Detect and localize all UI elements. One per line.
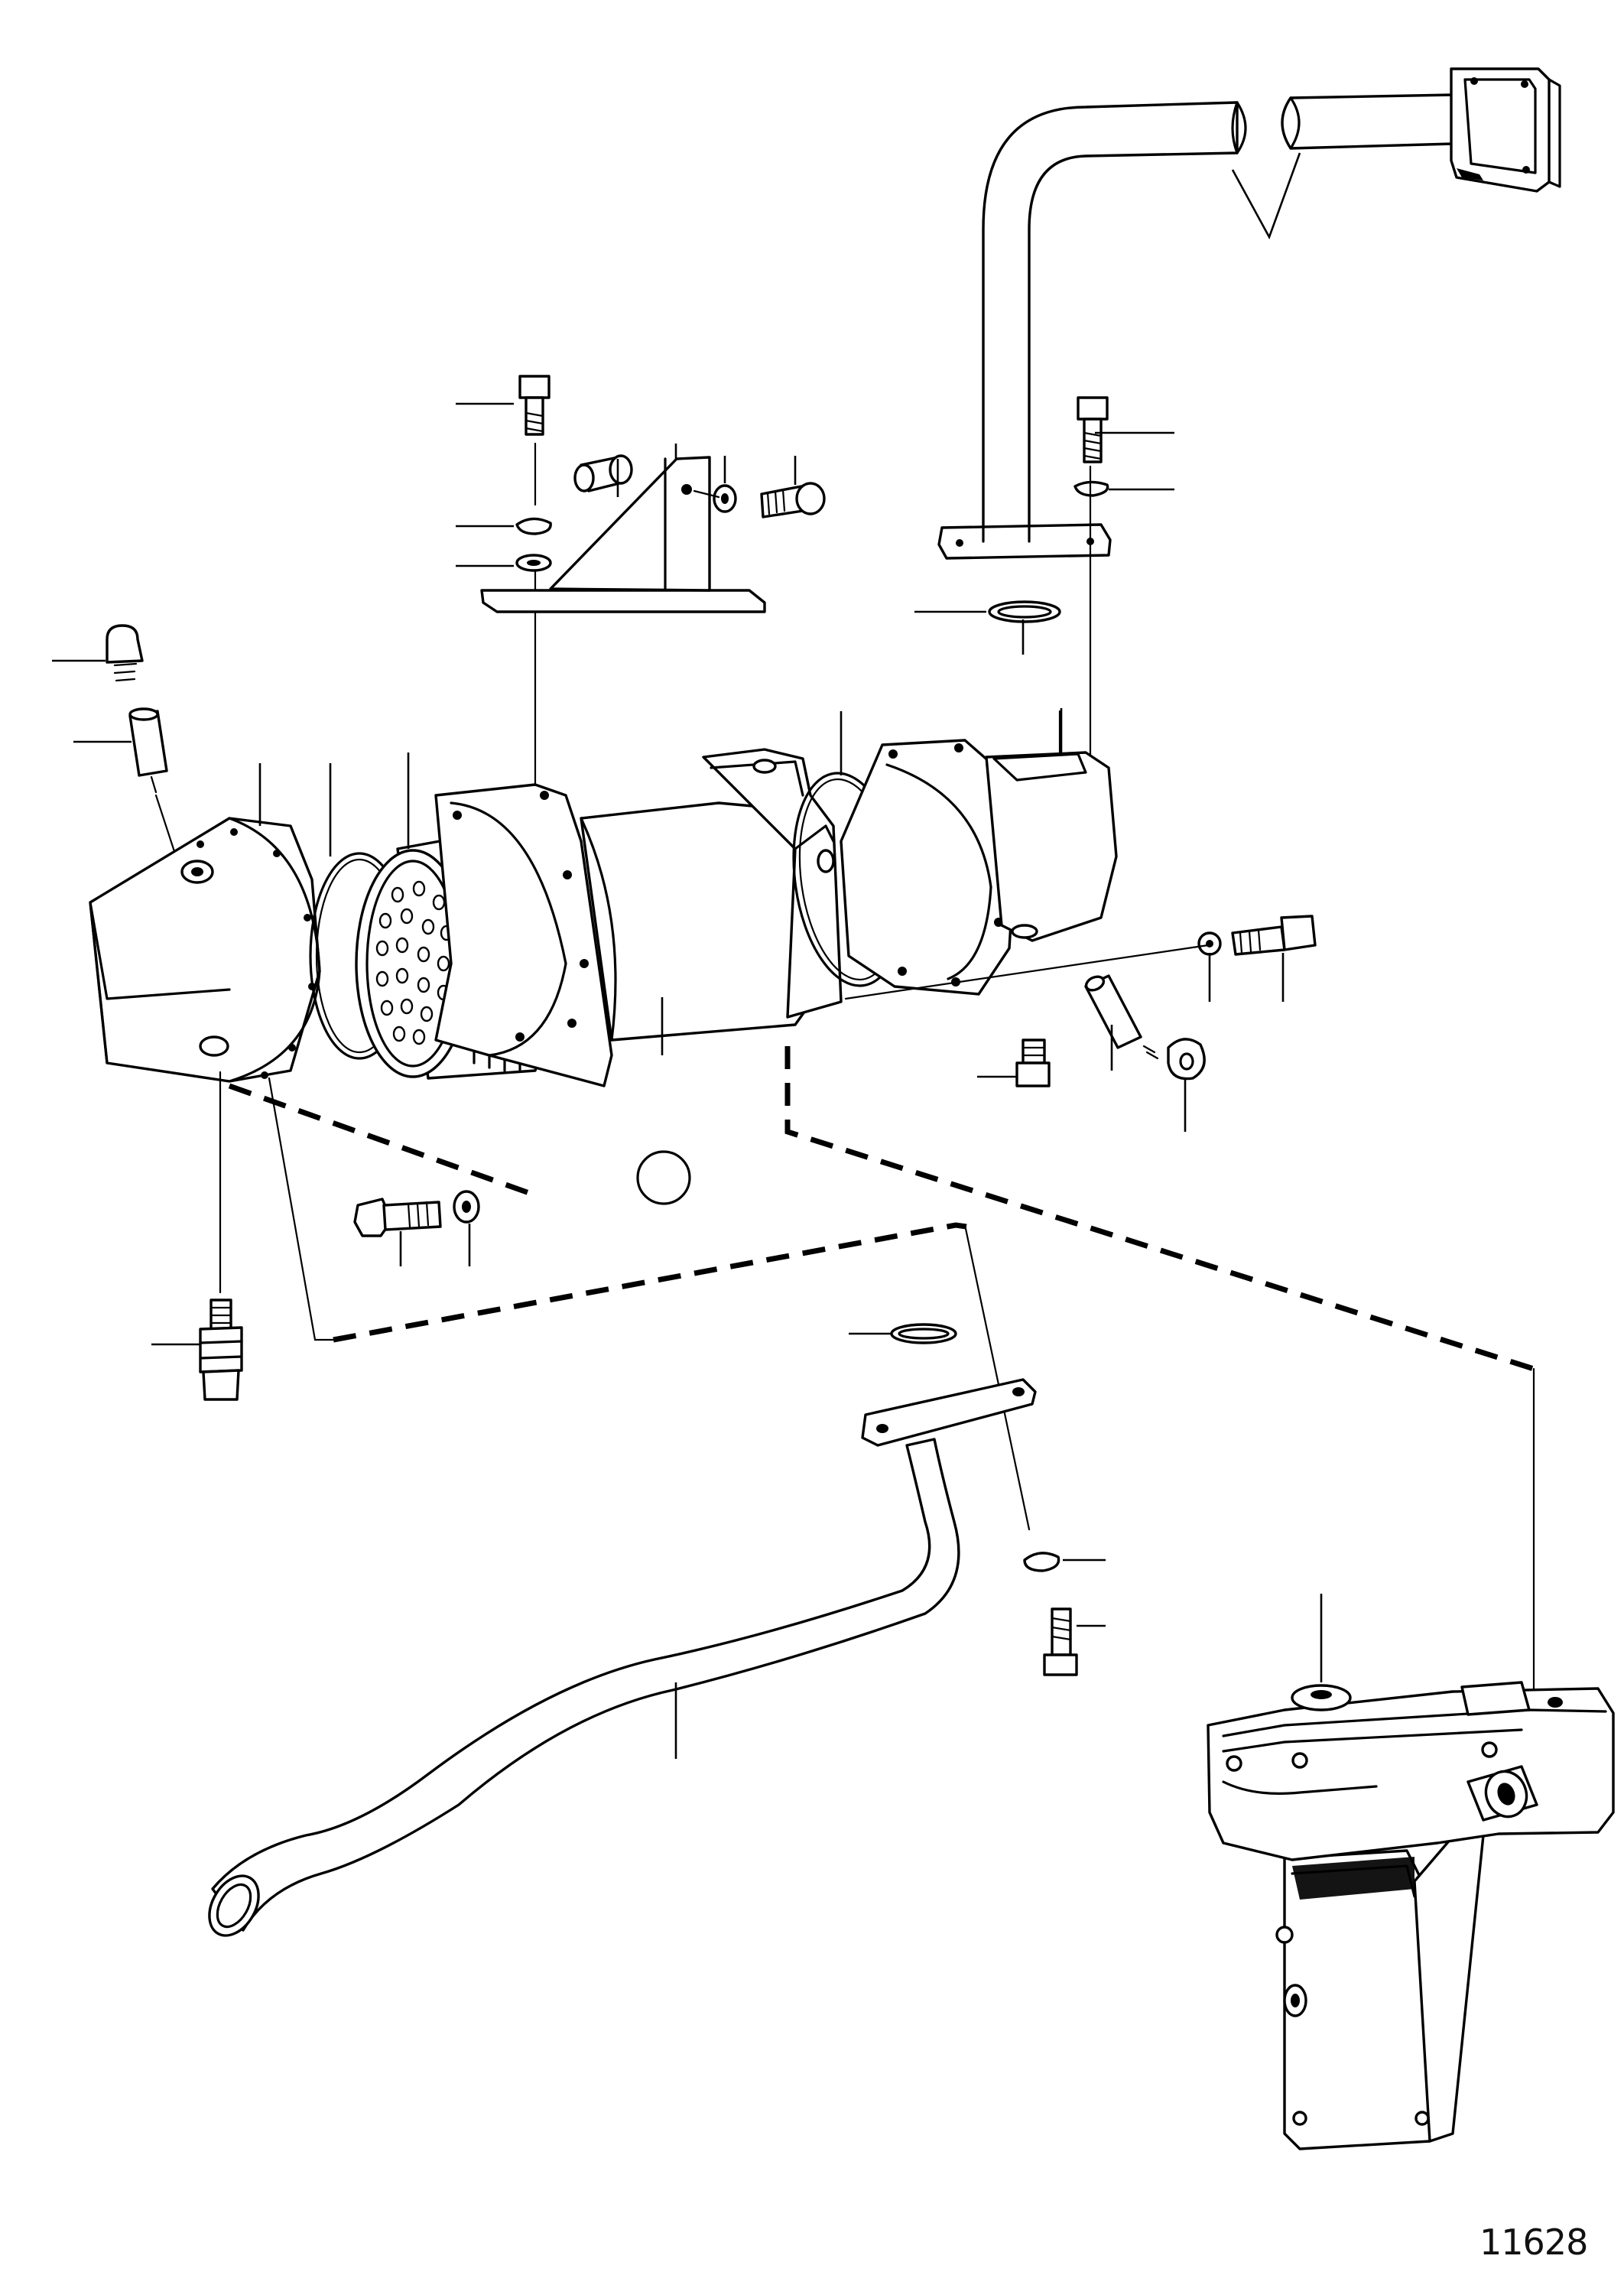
connection-line-1 bbox=[228, 1083, 531, 1196]
bracket-bolt bbox=[760, 482, 826, 518]
flange-bolt-upper-left bbox=[518, 375, 551, 436]
lower-hose-pipe bbox=[208, 1378, 1037, 1937]
flange-gasket-upper bbox=[988, 600, 1061, 623]
flange-bolt-right bbox=[1231, 915, 1317, 956]
pipe-break-leader bbox=[1231, 152, 1301, 240]
lock-washer-upper-right bbox=[1073, 480, 1109, 497]
flange-bolt-upper-right bbox=[1077, 396, 1109, 463]
spacer-sleeve bbox=[573, 454, 633, 492]
leader-lines bbox=[52, 402, 1323, 1759]
zinc-anode-right bbox=[1084, 974, 1206, 1081]
upper-exhaust-elbow-pipe bbox=[937, 67, 1561, 560]
connection-line-3 bbox=[784, 1046, 1535, 1372]
connection-line-2 bbox=[333, 1222, 967, 1343]
heat-exchanger-body bbox=[434, 748, 843, 1087]
figure-number: 11628 bbox=[1479, 2222, 1588, 2263]
reference-circle bbox=[636, 1150, 691, 1205]
flange-bolt-front-left bbox=[353, 1198, 442, 1237]
lock-washer-lower bbox=[1023, 1552, 1060, 1572]
drain-cock bbox=[199, 1299, 243, 1401]
lock-washer-upper-left bbox=[515, 517, 552, 535]
mounting-bracket bbox=[480, 456, 766, 613]
flange-gasket-lower bbox=[890, 1323, 957, 1344]
flange-bolt-lower bbox=[1043, 1607, 1078, 1676]
zinc-anode-upper-left bbox=[106, 624, 168, 794]
drain-plug bbox=[1015, 1038, 1051, 1087]
thermostat-housing bbox=[1207, 1681, 1615, 2150]
end-cover-left bbox=[89, 817, 321, 1083]
end-cover-right-elbow bbox=[840, 739, 1118, 996]
